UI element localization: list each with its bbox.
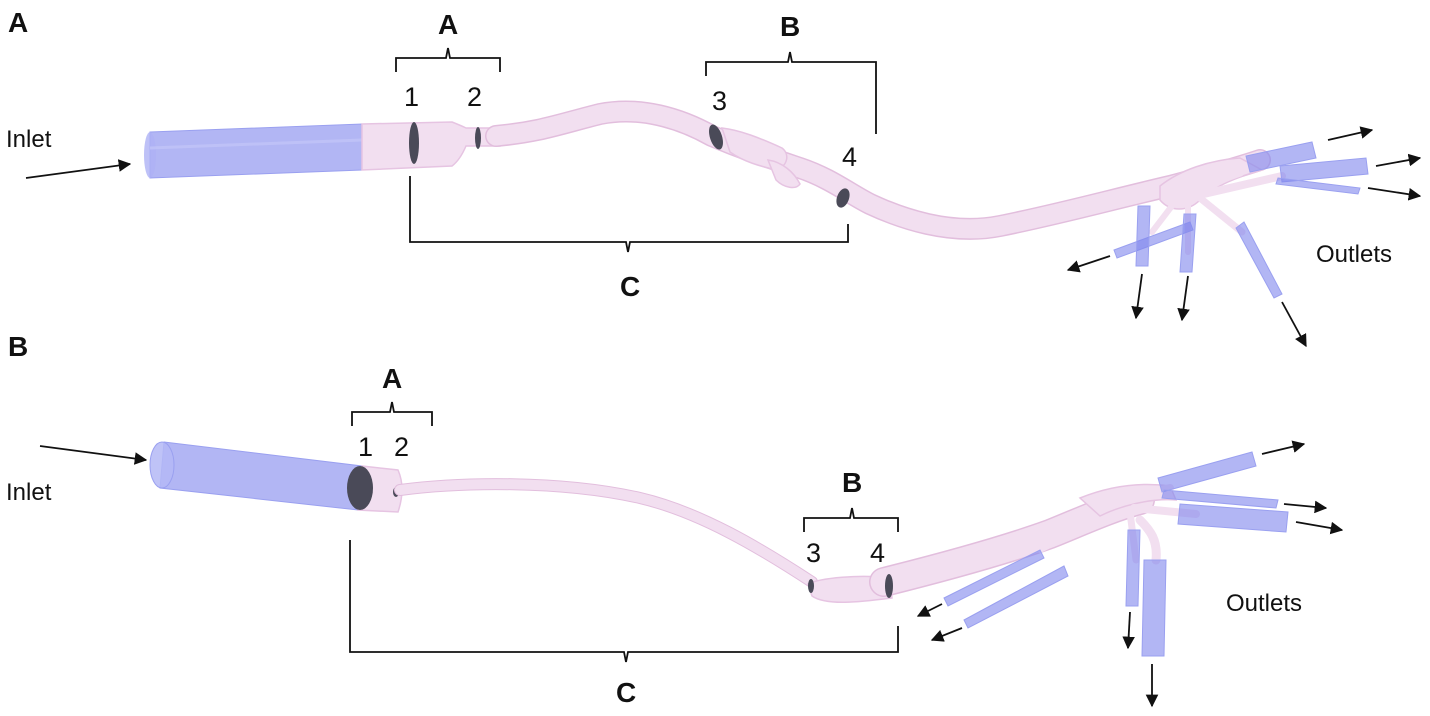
panel-a-section-3-marker bbox=[709, 124, 723, 150]
panel-a-bracket-c-label: C bbox=[620, 271, 640, 302]
panel-b-outlets-label: Outlets bbox=[1226, 590, 1302, 617]
panel-a-section-2-marker bbox=[475, 127, 481, 149]
panel-b: B Inlet bbox=[6, 331, 1344, 708]
panel-b-inlet-label: Inlet bbox=[6, 479, 52, 506]
panel-b-cannula-hub bbox=[347, 465, 403, 513]
panel-a-section-markers bbox=[409, 122, 850, 208]
panel-b-inlet-extension bbox=[149, 441, 363, 511]
panel-b-section-1-label: 1 bbox=[358, 432, 373, 462]
panel-a-bracket-a-label: A bbox=[438, 9, 458, 40]
panel-a-inlet-label: Inlet bbox=[6, 126, 52, 153]
panel-a: A Inlet bbox=[6, 7, 1422, 348]
panel-a-vessel bbox=[485, 100, 1286, 255]
panel-b-letter: B bbox=[8, 331, 28, 362]
panel-a-bracket-c bbox=[409, 176, 849, 253]
panel-a-section-2-label: 2 bbox=[467, 82, 482, 112]
panel-a-section-1-label: 1 bbox=[404, 82, 419, 112]
panel-a-bracket-b bbox=[705, 51, 877, 134]
panel-b-section-3-marker bbox=[808, 579, 814, 593]
panel-b-section-2-label: 2 bbox=[394, 432, 409, 462]
panel-a-inlet-extension bbox=[144, 123, 363, 179]
panel-a-outlet-extensions bbox=[1113, 141, 1369, 299]
panel-b-outlet-extensions bbox=[943, 451, 1289, 657]
panel-b-bracket-c-label: C bbox=[616, 677, 636, 708]
panel-a-section-3-label: 3 bbox=[712, 86, 727, 116]
panel-b-bracket-b-label: B bbox=[842, 467, 862, 498]
panel-b-bracket-b bbox=[803, 507, 899, 532]
panel-a-section-4-marker bbox=[836, 188, 850, 208]
panel-a-inlet-arrow bbox=[25, 159, 132, 179]
panel-b-vessel bbox=[394, 478, 1200, 603]
panel-b-section-4-marker bbox=[885, 574, 893, 598]
panel-a-section-1-marker bbox=[409, 122, 419, 164]
panel-b-bracket-c bbox=[349, 540, 899, 663]
panel-a-bracket-b-label: B bbox=[780, 11, 800, 42]
panel-b-inlet-arrow bbox=[39, 445, 148, 465]
panel-a-outlet-arrows bbox=[1066, 126, 1422, 348]
panel-b-section-1-marker bbox=[347, 466, 373, 510]
panel-b-section-4-label: 4 bbox=[870, 538, 885, 568]
panel-a-outlets-label: Outlets bbox=[1316, 241, 1392, 268]
panel-a-section-4-label: 4 bbox=[842, 142, 857, 172]
panel-a-letter: A bbox=[8, 7, 28, 38]
panel-b-bracket-a-label: A bbox=[382, 363, 402, 394]
panel-b-bracket-a bbox=[351, 401, 433, 426]
panel-b-outlet-arrows bbox=[916, 440, 1344, 708]
panel-a-bracket-a bbox=[395, 47, 501, 72]
panel-b-section-3-label: 3 bbox=[806, 538, 821, 568]
